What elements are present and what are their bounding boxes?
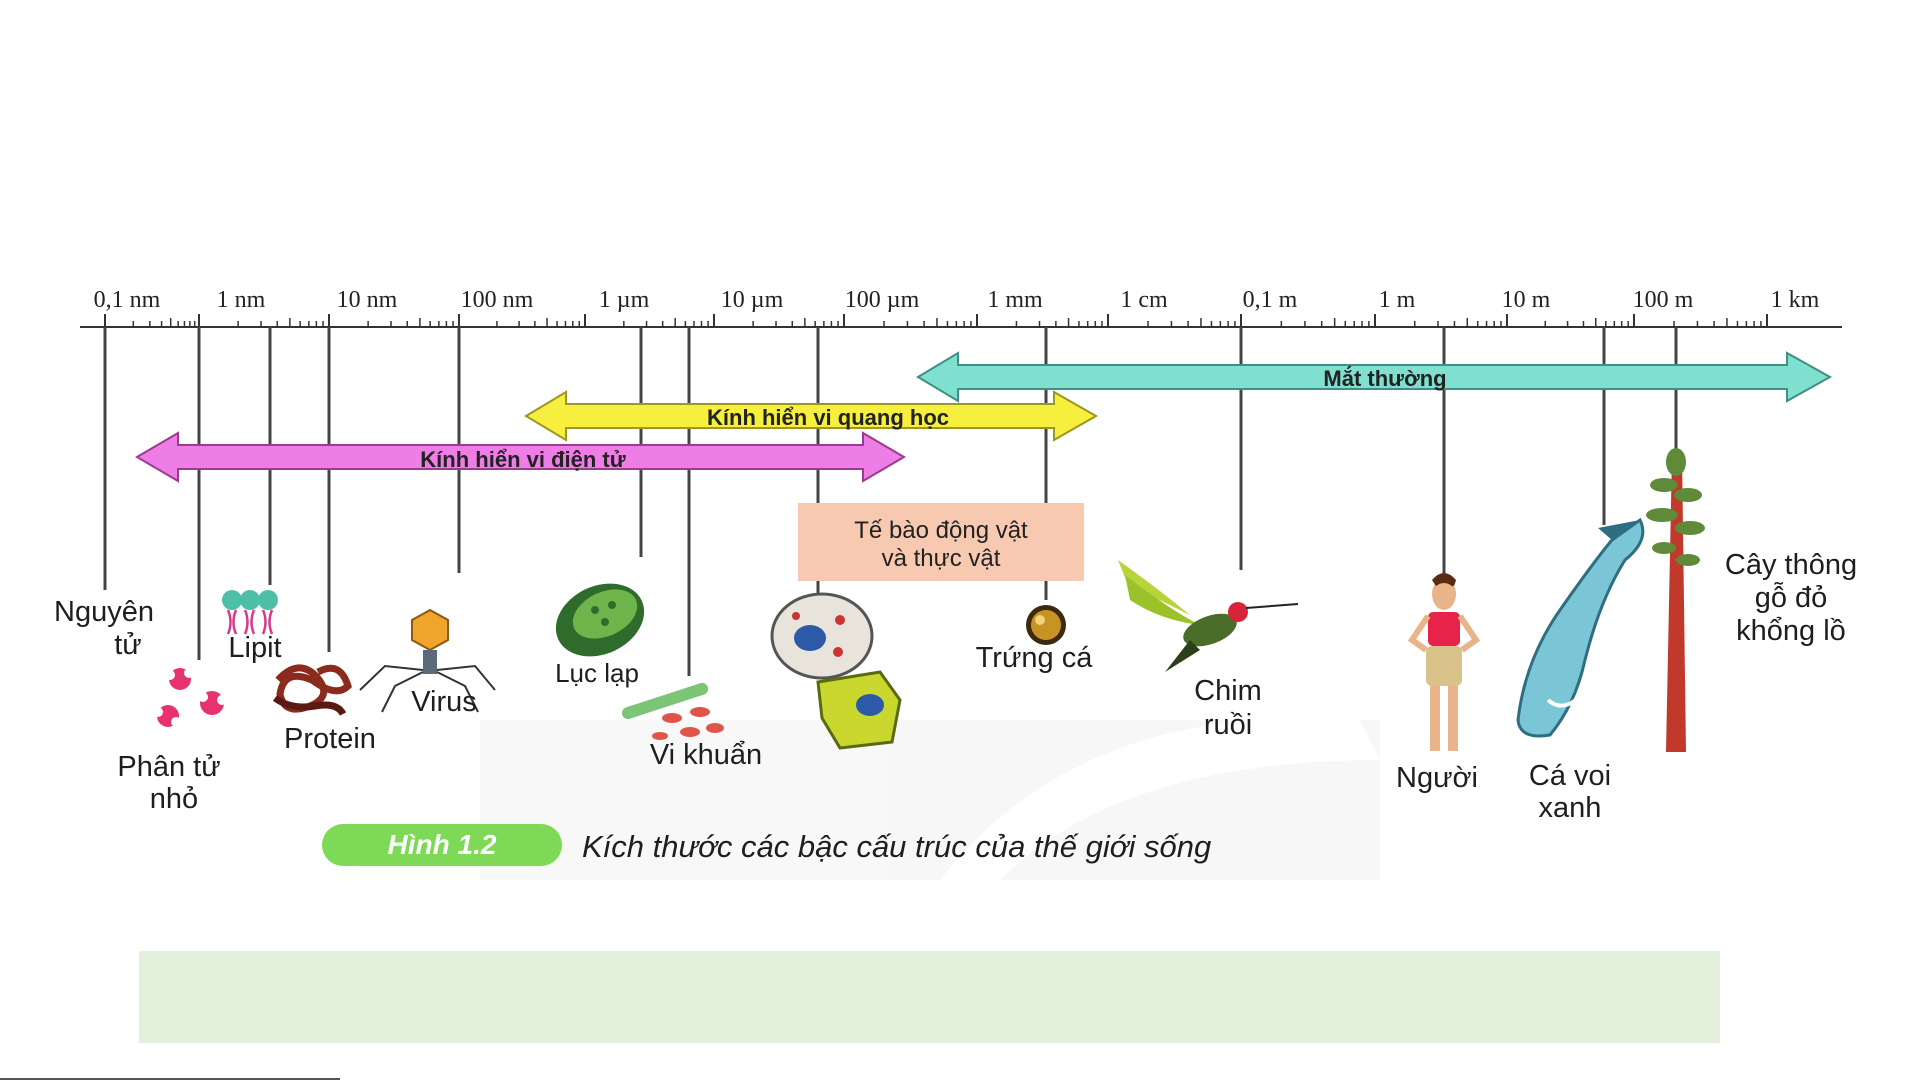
fish-egg-icon [1026, 605, 1066, 645]
cell-icon [770, 592, 902, 750]
label-atom-1: Nguyên [54, 596, 154, 628]
cell-label-box: Tế bào động vật và thực vật [798, 503, 1084, 581]
label-redwood-1: Cây thông [1725, 549, 1857, 581]
label-fish-egg: Trứng cá [976, 642, 1094, 674]
label-protein: Protein [284, 723, 376, 755]
cell-label-line2: và thực vật [882, 545, 1001, 572]
axis-label-100nm: 100 nm [461, 287, 534, 313]
label-lipid: Lipit [228, 632, 281, 664]
caption-badge [322, 824, 562, 866]
label-atom-2: tử [114, 629, 141, 661]
light-microscope-arrow: Kính hiển vi quang học [524, 390, 1099, 442]
caption-badge-label: Hình 1.2 [388, 829, 497, 860]
protein-icon [272, 664, 352, 716]
axis-label-10m: 10 m [1502, 287, 1551, 313]
redwood-icon [1646, 448, 1705, 752]
axis-label-0-1m: 0,1 m [1243, 287, 1298, 313]
cell-label-line1: Tế bào động vật [854, 517, 1028, 544]
caption-text: Kích thước các bậc cấu trúc của thế giới… [582, 829, 1211, 864]
axis-label-100m: 100 m [1633, 287, 1694, 313]
label-redwood-3: khổng lồ [1736, 615, 1846, 647]
item-labels: Nguyên tử Lipit Phân tử nhỏ Protein Viru… [54, 549, 1857, 824]
label-chloroplast: Lục lạp [555, 658, 639, 688]
light-microscope-label: Kính hiển vi quang học [707, 405, 949, 430]
axis-label-100um: 100 µm [845, 287, 920, 313]
axis-label-1cm: 1 cm [1120, 287, 1168, 313]
chloroplast-icon [555, 583, 645, 657]
human-icon [1407, 573, 1481, 751]
label-bacteria: Vi khuẩn [650, 739, 762, 771]
hummingbird-icon [1118, 560, 1299, 672]
axis-label-1km: 1 km [1771, 287, 1820, 313]
blue-whale-icon [1516, 517, 1645, 738]
electron-microscope-arrow: Kính hiển vi điện tử [135, 431, 906, 483]
label-hummingbird-1: Chim [1194, 675, 1262, 707]
small-molecule-icon [153, 668, 227, 727]
axis-label-10nm: 10 nm [337, 287, 398, 313]
figure-caption: Hình 1.2 Kích thước các bậc cấu trúc của… [322, 824, 1211, 866]
axis-label-1mm: 1 mm [987, 287, 1043, 313]
naked-eye-arrow: Mắt thường [916, 351, 1833, 403]
label-small-molecule-1: Phân tử [117, 751, 220, 783]
axis-label-0-1nm: 0,1 nm [94, 287, 161, 313]
naked-eye-label: Mắt thường [1323, 366, 1446, 391]
label-redwood-2: gỗ đỏ [1755, 581, 1828, 614]
bottom-rule [0, 1078, 340, 1080]
scale-axis: 0,1 nm 1 nm 10 nm 100 nm 1 µm 10 µm 100 … [80, 287, 1842, 328]
bacteria-icon [621, 682, 724, 740]
watermark-logo [480, 718, 1380, 880]
empty-text-band [139, 951, 1720, 1043]
label-hummingbird-2: ruồi [1204, 709, 1252, 741]
electron-microscope-label: Kính hiển vi điện tử [420, 447, 625, 472]
virus-icon [359, 608, 496, 713]
lipid-icon [222, 590, 278, 635]
label-whale-1: Cá voi [1529, 760, 1611, 792]
axis-label-1m: 1 m [1379, 287, 1416, 313]
axis-ticks [104, 314, 1768, 327]
label-whale-2: xanh [1539, 792, 1602, 824]
axis-labels: 0,1 nm 1 nm 10 nm 100 nm 1 µm 10 µm 100 … [94, 287, 1820, 313]
label-virus: Virus [411, 686, 477, 718]
axis-label-1um: 1 µm [599, 287, 650, 313]
label-human: Người [1396, 762, 1478, 794]
label-small-molecule-2: nhỏ [150, 783, 198, 815]
axis-label-1nm: 1 nm [217, 287, 266, 313]
axis-label-10um: 10 µm [721, 287, 784, 313]
